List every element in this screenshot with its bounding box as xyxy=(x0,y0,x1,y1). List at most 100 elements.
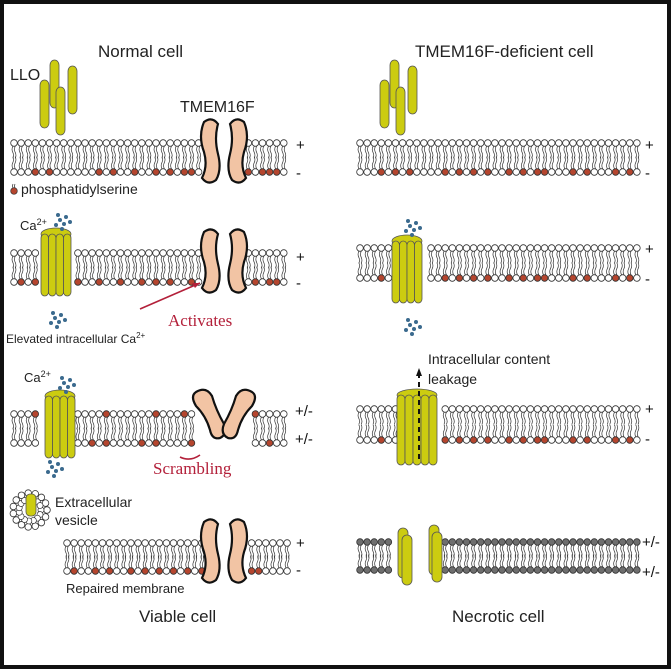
lipid-head xyxy=(576,274,584,282)
llo-monomer xyxy=(401,534,413,586)
lipid-head xyxy=(604,436,613,444)
phosphatidylserine-head xyxy=(583,436,591,444)
lipid-tail xyxy=(457,545,462,567)
phosphatidylserine-head xyxy=(265,278,274,286)
lipid-head xyxy=(145,168,153,176)
lipid-tail xyxy=(164,546,169,568)
lipid-head xyxy=(127,539,135,547)
lipid-head xyxy=(597,436,606,444)
lipid-tail xyxy=(450,146,455,169)
lipid-tail xyxy=(599,251,604,275)
lipid-head xyxy=(604,538,613,546)
lipid-head xyxy=(484,244,492,252)
lipid-head xyxy=(512,538,520,546)
pore-subunit xyxy=(396,394,406,466)
lipid-head xyxy=(590,405,598,413)
llo-pore xyxy=(396,388,438,466)
lipid-head xyxy=(273,139,281,147)
lipid-head xyxy=(265,139,274,147)
lipid-head xyxy=(512,274,520,282)
lipid-head xyxy=(441,538,449,546)
lipid-head xyxy=(187,410,196,418)
lipid-head xyxy=(273,439,281,447)
lipid-bilayer xyxy=(356,244,641,282)
lipid-head xyxy=(434,244,442,252)
lipid-tail xyxy=(620,251,625,275)
lipid-tail xyxy=(160,417,166,440)
extracellular-vesicle xyxy=(9,489,51,531)
lipid-head xyxy=(120,567,128,575)
tmem16f-protein xyxy=(191,388,257,440)
lipid-tail xyxy=(146,146,152,169)
lipid-head xyxy=(384,274,393,282)
lipid-head xyxy=(273,249,281,257)
lipid-head xyxy=(491,436,499,444)
lipid-head xyxy=(469,538,478,546)
calcium-ion xyxy=(64,215,68,219)
lipid-head xyxy=(123,278,132,286)
phosphatidylserine-head xyxy=(265,439,274,447)
lipid-tail xyxy=(104,256,109,279)
lipid-head xyxy=(434,139,442,147)
phosphatidylserine-head xyxy=(377,168,385,176)
lipid-tail xyxy=(153,256,159,279)
lipid-tail xyxy=(386,251,391,275)
lipid-tail xyxy=(471,412,476,437)
lipid-tail xyxy=(563,412,569,437)
leakage-arrowhead xyxy=(416,368,422,376)
lipid-tail xyxy=(47,146,52,169)
lipid-tail xyxy=(25,146,31,169)
lipid-head xyxy=(251,439,260,447)
lipid-head xyxy=(555,538,563,546)
lipid-head xyxy=(526,168,535,176)
lipid-head xyxy=(280,249,288,257)
lipid-tail xyxy=(379,545,384,567)
lipid-head xyxy=(183,539,192,547)
vesicle-lipid xyxy=(9,509,18,518)
phosphatidylserine-head xyxy=(152,168,160,176)
lipid-head xyxy=(505,405,513,413)
lipid-head xyxy=(60,168,68,176)
lipid-tail xyxy=(570,412,576,437)
lipid-head xyxy=(384,244,393,252)
lipid-head xyxy=(633,244,641,252)
lipid-head xyxy=(533,405,542,413)
lipid-bilayer xyxy=(10,249,288,286)
lipid-head xyxy=(569,566,577,574)
lipid-head xyxy=(576,566,584,574)
lipid-head xyxy=(31,139,39,147)
lipid-head xyxy=(24,410,32,418)
lipid-head xyxy=(370,244,378,252)
lipid-head xyxy=(540,405,549,413)
calcium-ion xyxy=(64,390,68,394)
phosphatidylserine-head xyxy=(273,168,281,176)
lipid-head xyxy=(134,567,142,575)
lipid-head xyxy=(498,168,506,176)
lipid-head xyxy=(363,436,371,444)
calcium-ion xyxy=(55,325,59,329)
calcium-ion xyxy=(60,227,64,231)
lipid-tail xyxy=(11,146,17,169)
lipid-head xyxy=(604,168,613,176)
phosphatidylserine-head xyxy=(519,168,527,176)
lipid-head xyxy=(583,538,591,546)
leakage-label-line2: leakage xyxy=(428,371,477,387)
calcium-ion xyxy=(414,320,418,324)
vesicle-label-line2: vesicle xyxy=(55,512,98,528)
lipid-head xyxy=(88,168,96,176)
lipid-head xyxy=(540,566,549,574)
lipid-tail xyxy=(139,146,145,169)
lipid-tail xyxy=(592,251,597,275)
lipid-head xyxy=(484,538,492,546)
lipid-head xyxy=(130,439,139,447)
lipid-tail xyxy=(478,146,483,169)
lipid-head xyxy=(377,405,385,413)
lipid-head xyxy=(548,139,556,147)
lipid-head xyxy=(370,538,378,546)
elevated-ca-label: Elevated intracellular Ca2+ xyxy=(6,331,146,346)
phosphatidylserine-head xyxy=(180,168,189,176)
phosphatidylserine-head xyxy=(611,168,620,176)
lipid-head xyxy=(38,139,47,147)
lipid-head xyxy=(363,168,371,176)
